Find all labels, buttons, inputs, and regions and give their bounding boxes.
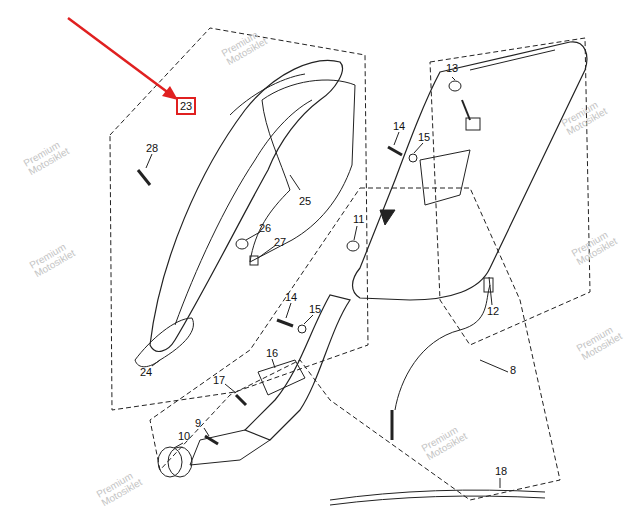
watermark: Premium Motosiklet [570,223,627,267]
callout-number: 8 [510,364,516,376]
callout-number: 27 [274,236,286,248]
callout-number: 26 [259,222,271,234]
watermark: Premium Motosiklet [575,318,632,362]
callout-number: 10 [178,430,190,442]
callout-number: 25 [299,195,311,207]
callout-number: 23 [176,97,196,115]
watermark: Premium Motosiklet [95,464,152,508]
callout-number: 16 [266,347,278,359]
callout-number: 14 [393,120,405,132]
callout-number: 9 [195,417,201,429]
callout-number: 24 [140,366,152,378]
callout-number: 28 [146,142,158,154]
watermark: Premium Motosiklet [220,23,277,67]
callout-number: 14 [285,291,297,303]
callout-number: 15 [309,303,321,315]
watermark: Premium Motosiklet [22,133,79,177]
watermark: Premium Motosiklet [560,93,617,137]
callout-number: 15 [418,131,430,143]
callout-number: 18 [495,465,507,477]
callout-number: 17 [213,374,225,386]
callout-number: 12 [487,305,499,317]
callout-number: 13 [446,62,458,74]
watermark: Premium Motosiklet [420,418,477,462]
watermark: Premium Motosiklet [28,235,85,279]
callout-number: 11 [353,213,364,225]
